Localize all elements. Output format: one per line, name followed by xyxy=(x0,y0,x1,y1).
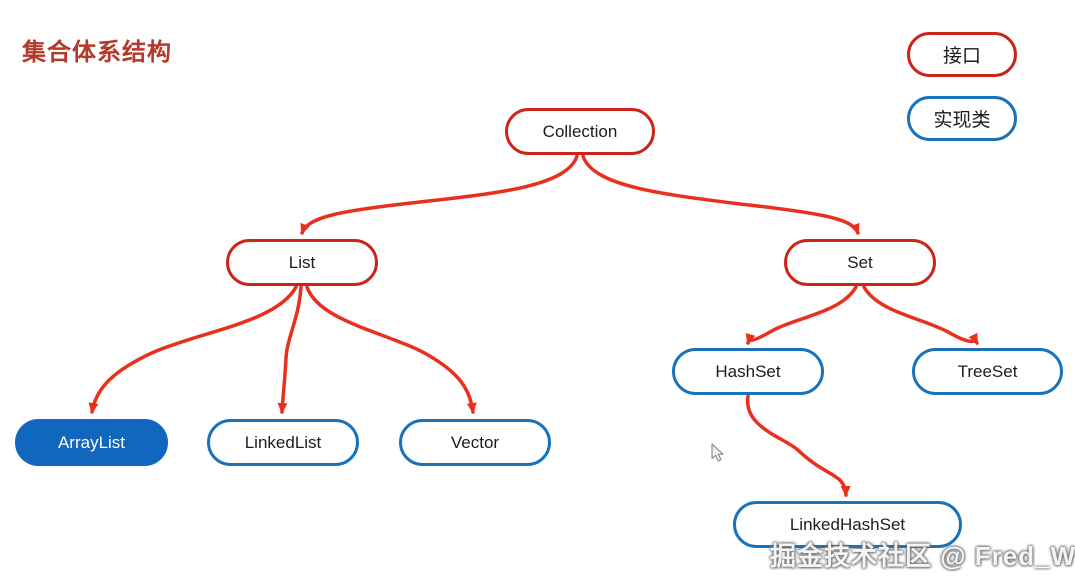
legend-interface-pill: 接口 xyxy=(907,32,1017,77)
node-linkedhashset-label: LinkedHashSet xyxy=(789,514,906,534)
node-linkedlist-label: LinkedList xyxy=(244,432,322,452)
edge-set-treeset xyxy=(862,285,979,345)
node-list: List xyxy=(226,239,378,286)
node-set: Set xyxy=(784,239,936,286)
node-arraylist: ArrayList xyxy=(15,419,168,466)
page-title: 集合体系结构 xyxy=(22,39,172,66)
node-arraylist-label: ArrayList xyxy=(57,432,126,452)
node-set-label: Set xyxy=(847,252,873,272)
legend-interface-label: 接口 xyxy=(942,46,981,67)
node-vector: Vector xyxy=(399,419,551,466)
edge-set-hashset xyxy=(745,285,858,345)
node-list-label: List xyxy=(288,252,316,272)
node-hashset: HashSet xyxy=(672,348,824,395)
edge-list-linkedlist xyxy=(277,285,303,414)
node-linkedlist: LinkedList xyxy=(207,419,359,466)
node-hashset-label: HashSet xyxy=(715,361,781,381)
edge-list-arraylist xyxy=(88,285,298,414)
node-collection-label: Collection xyxy=(542,121,618,141)
mouse-cursor xyxy=(711,443,724,462)
watermark: 掘金技术社区 @ Fred_W xyxy=(770,541,1075,571)
legend-implementation-pill: 实现类 xyxy=(907,96,1017,141)
node-treeset-label: TreeSet xyxy=(957,361,1018,381)
node-vector-label: Vector xyxy=(450,432,500,452)
node-collection: Collection xyxy=(505,108,655,155)
edge-hashset-linkedhashset xyxy=(746,394,851,497)
node-linkedhashset: LinkedHashSet xyxy=(733,501,962,548)
legend-implementation-label: 实现类 xyxy=(933,110,991,131)
edge-collection-set xyxy=(581,154,860,235)
node-treeset: TreeSet xyxy=(912,348,1063,395)
edge-collection-list xyxy=(300,154,579,235)
edge-list-vector xyxy=(305,285,477,414)
